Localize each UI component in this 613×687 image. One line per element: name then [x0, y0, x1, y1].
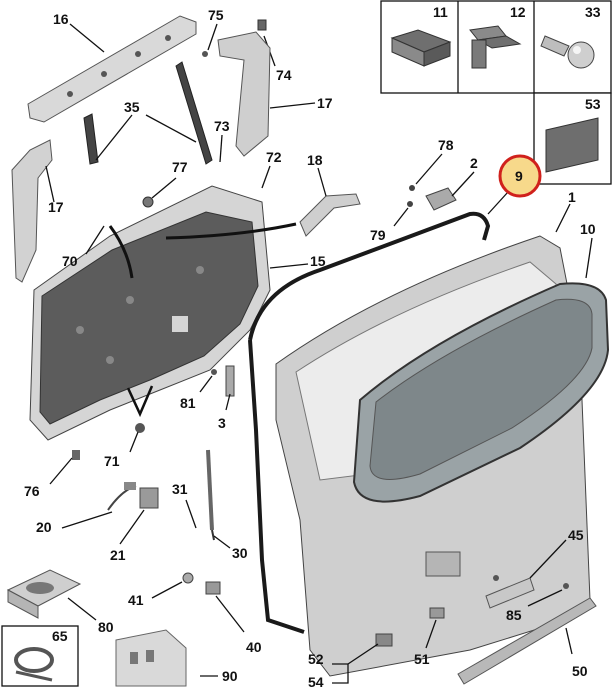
- callout-80: 80: [98, 619, 114, 635]
- callout-31: 31: [172, 481, 188, 497]
- callout-79: 79: [370, 227, 386, 243]
- callout-9: 9: [515, 168, 523, 184]
- callout-1: 1: [568, 189, 576, 205]
- callout-74: 74: [276, 67, 292, 83]
- clip-bracket-icon: [469, 25, 522, 69]
- callout-90: 90: [222, 668, 238, 684]
- callout-65: 65: [52, 628, 68, 644]
- callout-20: 20: [36, 519, 52, 535]
- buffer-40: [205, 581, 221, 595]
- callout-41: 41: [128, 592, 144, 608]
- callout-18: 18: [307, 152, 323, 168]
- callout-70: 70: [62, 253, 78, 269]
- callout-15: 15: [310, 253, 326, 269]
- clip-81: [211, 369, 217, 375]
- callout-51: 51: [414, 651, 430, 667]
- rear-window-glass: [352, 282, 610, 503]
- callout-33: 33: [585, 4, 601, 20]
- pillar-trim-left: [11, 139, 53, 283]
- wiring-20: [107, 482, 137, 511]
- inner-trim-panel: [29, 185, 271, 441]
- highlight-ring-9: [498, 154, 542, 198]
- tailgate-seal: [248, 211, 491, 634]
- callout-40: 40: [246, 639, 262, 655]
- callout-54: 54: [308, 674, 324, 687]
- callout-76: 76: [24, 483, 40, 499]
- callout-71: 71: [104, 453, 120, 469]
- adhesive-sheet-icon: [545, 117, 599, 173]
- callout-78: 78: [438, 137, 454, 153]
- callout-81: 81: [180, 395, 196, 411]
- callout-10: 10: [580, 221, 596, 237]
- callout-21: 21: [110, 547, 126, 563]
- bracket-3: [225, 365, 235, 397]
- bumper-41: [182, 572, 194, 584]
- clip-74: [257, 19, 267, 31]
- callout-75: 75: [208, 7, 224, 23]
- callout-3: 3: [218, 415, 226, 431]
- pad-80: [6, 569, 82, 619]
- detail-box-65: [1, 625, 79, 687]
- clips-85: [493, 575, 569, 589]
- callout-16: 16: [53, 11, 69, 27]
- callout-85: 85: [506, 607, 522, 623]
- kit-90: [115, 629, 187, 687]
- gas-strut-30: [206, 449, 215, 541]
- foam-pad-icon: [390, 29, 452, 67]
- callout-17-left: 17: [48, 199, 64, 215]
- hinge-2: [407, 185, 457, 211]
- clip-76: [72, 450, 80, 460]
- switch-51: [429, 607, 445, 619]
- upper-trim-strip: [27, 15, 197, 123]
- callout-53: 53: [585, 96, 601, 112]
- callout-17-right: 17: [317, 95, 333, 111]
- lock-52: [375, 633, 393, 647]
- callout-45: 45: [568, 527, 584, 543]
- callout-12: 12: [510, 4, 526, 20]
- callout-52: 52: [308, 651, 324, 667]
- switch-21: [139, 487, 159, 509]
- clip-71: [135, 423, 145, 433]
- callout-73: 73: [214, 118, 230, 134]
- seal-strip-right: [175, 61, 213, 165]
- callout-35: 35: [124, 99, 140, 115]
- clip-75: [202, 51, 208, 57]
- callout-50: 50: [572, 663, 588, 679]
- clip-77: [142, 196, 154, 208]
- callout-30: 30: [232, 545, 248, 561]
- callout-77: 77: [172, 159, 188, 175]
- callout-11: 11: [433, 4, 448, 20]
- reflector-45: [485, 577, 535, 609]
- ball-stud-icon: [540, 35, 595, 69]
- callout-2: 2: [470, 155, 478, 171]
- seal-strip-left: [83, 113, 99, 165]
- cable-tie-icon: [14, 647, 54, 682]
- trim-strip-50: [457, 597, 597, 685]
- pillar-trim-right: [217, 31, 271, 157]
- bracket-18: [299, 193, 361, 237]
- callout-72: 72: [266, 149, 282, 165]
